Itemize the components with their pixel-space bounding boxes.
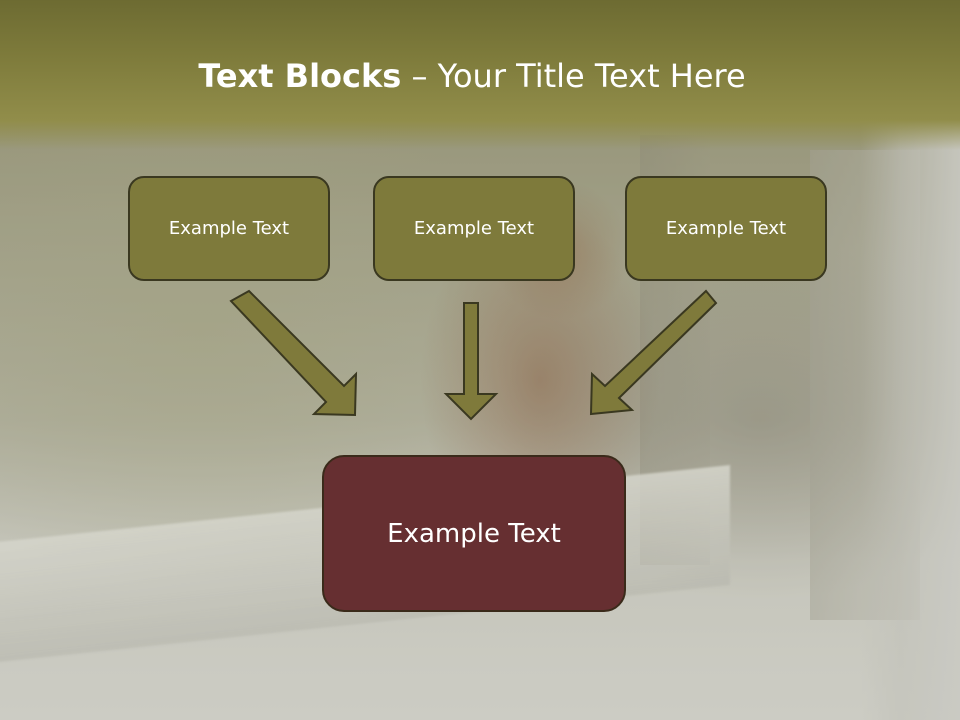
title-band (0, 0, 960, 150)
text-block-1-label: Example Text (168, 218, 290, 239)
text-block-main[interactable]: Example Text (322, 455, 626, 612)
title-bold-text: Text Blocks (198, 57, 402, 95)
text-block-3[interactable]: Example Text (625, 176, 827, 281)
text-block-3-label: Example Text (665, 218, 787, 239)
text-block-2-label: Example Text (413, 218, 535, 239)
text-block-main-label: Example Text (387, 518, 561, 549)
text-block-1[interactable]: Example Text (128, 176, 330, 281)
slide-title: Text Blocks – Your Title Text Here (0, 52, 944, 100)
background-wall (810, 150, 920, 620)
title-rest-text: – Your Title Text Here (401, 57, 746, 95)
text-block-2[interactable]: Example Text (373, 176, 575, 281)
